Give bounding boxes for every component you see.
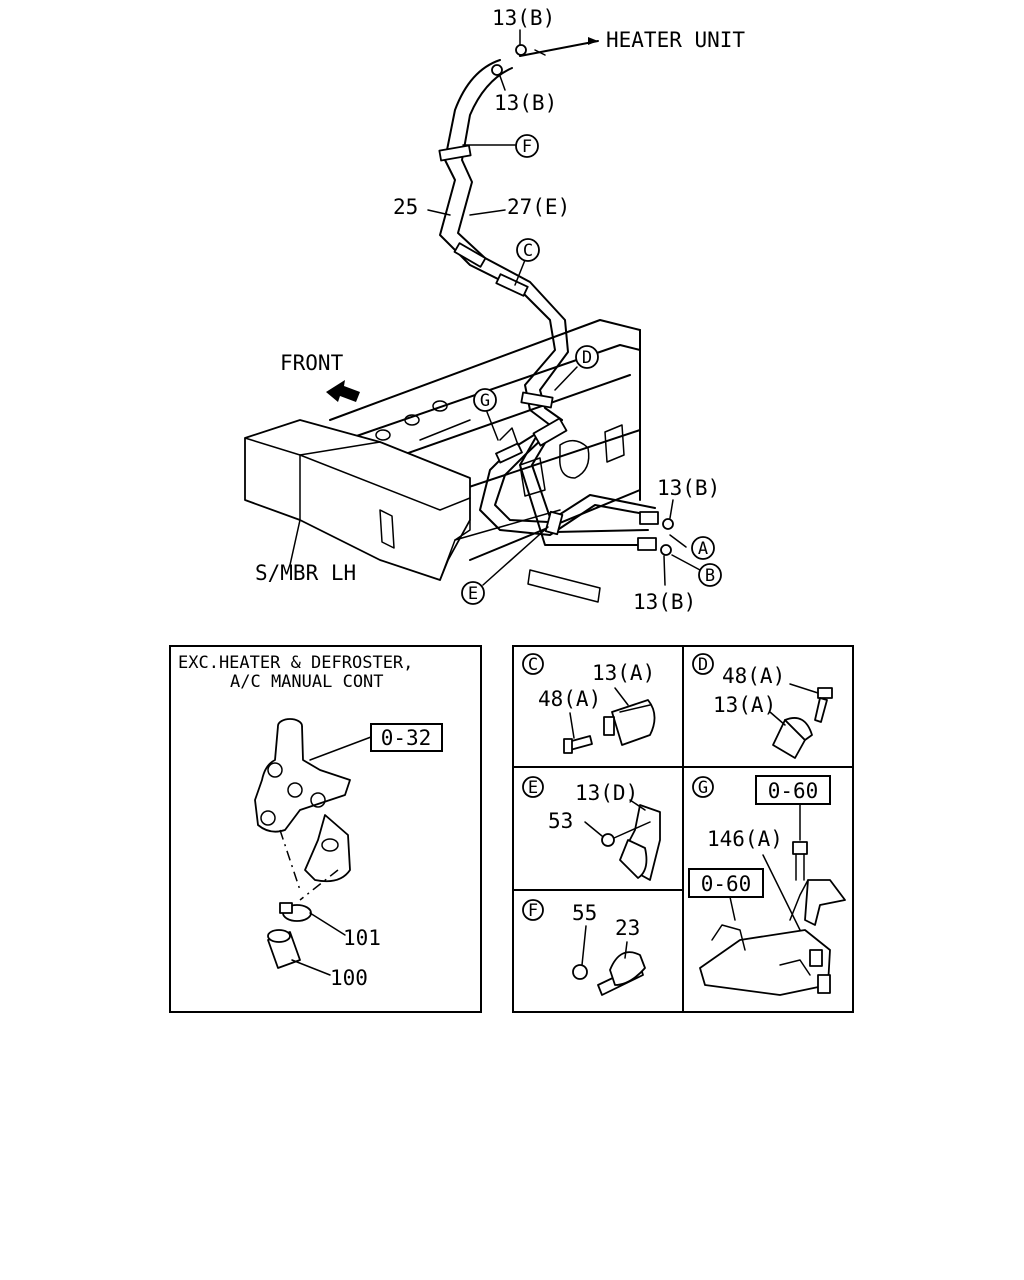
panel-c-label-13a: 13(A) [592,661,655,685]
label-101: 101 [343,926,381,950]
label-13b-right-bottom: 13(B) [633,590,696,614]
ref-060-top: 0-60 [768,779,819,803]
exc-title-line2: A/C MANUAL CONT [230,672,384,692]
callout-e: E [461,581,485,605]
ref-box-032: 0-32 [309,723,443,761]
detail-panel-e: E 13(D) 53 [522,776,661,881]
svg-text:F: F [528,901,538,921]
detail-panel-c: C 13(A) 48(A) [522,653,656,754]
svg-text:C: C [523,241,533,261]
svg-text:D: D [698,655,708,675]
svg-text:C: C [528,655,538,675]
svg-text:G: G [698,778,708,798]
svg-text:E: E [468,584,478,604]
svg-text:G: G [480,391,490,411]
svg-text:0-32: 0-32 [381,726,432,750]
callout-f: F [515,134,539,158]
ref-box-060-left [688,868,764,898]
svg-text:F: F [522,137,532,157]
heater-hoses [438,59,674,556]
panel-e-label-53: 53 [548,809,573,833]
heater-unit-connection [491,37,599,76]
ref-060-left: 0-60 [701,872,752,896]
panel-f-label-23: 23 [615,916,640,940]
smbr-lh-label: S/MBR LH [255,561,356,585]
detail-panel-f: F 55 23 [522,899,646,996]
detail-panel-d: D 48(A) 13(A) [692,653,833,759]
water-outlet-housing [254,718,351,901]
label-13b-top: 13(B) [492,6,555,30]
label-13b-mid: 13(B) [494,91,557,115]
panel-e-label-13d: 13(D) [575,781,638,805]
main-leader-lines [289,29,701,586]
label-13b-right-top: 13(B) [657,476,720,500]
hose-100 [267,929,331,976]
svg-text:A: A [698,539,708,559]
side-member-lh [244,419,561,581]
exc-title-line1: EXC.HEATER & DEFROSTER, [178,653,413,673]
detail-panel-g: G 0-60 146(A) 0-60 [688,775,846,996]
callout-c: C [516,238,540,262]
detail-panels: C 13(A) 48(A) D 48(A) 13(A) [512,645,854,1013]
front-arrow-icon [326,380,360,402]
svg-text:E: E [528,778,538,798]
panel-d-label-48a: 48(A) [722,664,785,688]
callout-d: D [575,345,599,369]
label-25: 25 [393,195,418,219]
panel-d-label-13a: 13(A) [713,693,776,717]
label-100: 100 [330,966,368,990]
main-assembly: 13(B) HEATER UNIT 13(B) F 25 27(E) C FRO… [244,6,745,614]
panel-c-label-48a: 48(A) [538,687,601,711]
clamp-101 [279,902,346,936]
callout-a: A [691,536,715,560]
panel-exc-heater: EXC.HEATER & DEFROSTER, A/C MANUAL CONT [169,645,482,1013]
heater-unit-label: HEATER UNIT [606,28,745,52]
svg-text:D: D [582,348,592,368]
panel-g-label-146a: 146(A) [707,827,783,851]
front-label: FRONT [280,351,344,375]
svg-text:B: B [705,566,715,586]
callout-g: G [473,388,497,412]
ref-box-060-top [755,775,831,805]
label-27e: 27(E) [507,195,570,219]
callout-b: B [698,563,722,587]
panel-f-label-55: 55 [572,901,597,925]
